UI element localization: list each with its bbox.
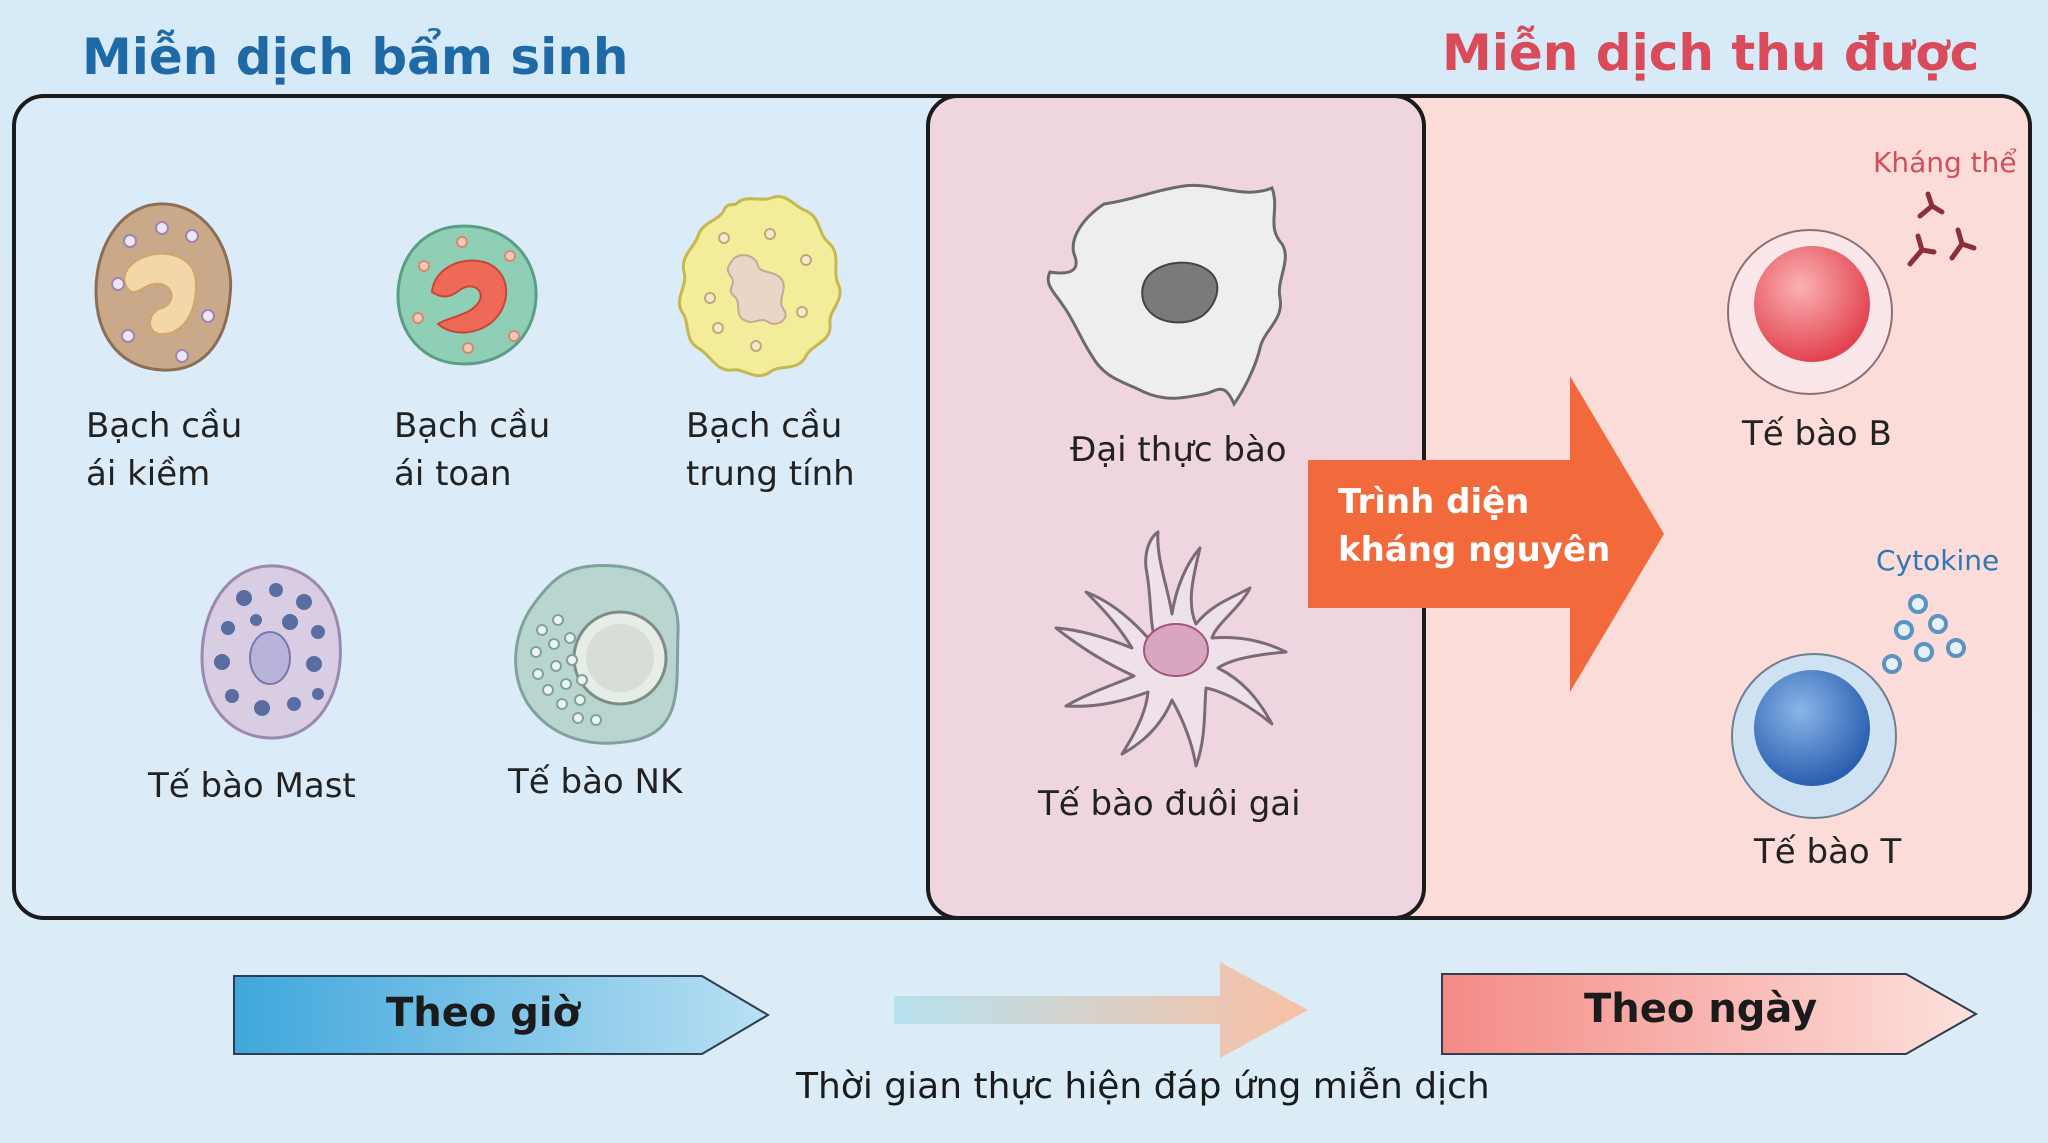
cytokine-label: Cytokine	[1876, 544, 2000, 577]
basophil-label-line2: ái kiềm	[86, 454, 211, 494]
days-label: Theo ngày	[1584, 986, 1818, 1032]
antigen-presentation-label-line1: Trình diện	[1338, 482, 1530, 522]
adaptive-immunity-heading: Miễn dịch thu được	[1442, 24, 1980, 82]
basophil-cell-icon	[94, 202, 233, 372]
hours-label: Theo giờ	[386, 990, 581, 1036]
days-arrow	[1441, 973, 1979, 1055]
macrophage-label: Đại thực bào	[1070, 430, 1287, 470]
time-progress-arrow	[894, 962, 1308, 1058]
mast-cell-label: Tế bào Mast	[148, 766, 356, 806]
cytokine-icon	[1882, 594, 1966, 674]
dendritic-cell-icon	[1054, 530, 1288, 768]
eosinophil-cell-icon	[396, 224, 538, 366]
nk-cell-icon	[514, 563, 680, 745]
antibody-label: Kháng thể	[1873, 146, 2017, 179]
hours-arrow	[233, 975, 770, 1055]
eosinophil-label-line1: Bạch cầu	[394, 406, 551, 446]
mast-cell-icon	[200, 564, 342, 740]
macrophage-cell-icon	[1046, 183, 1287, 408]
antibody-icon	[1907, 191, 1977, 267]
neutrophil-label-line2: trung tính	[686, 454, 855, 494]
nk-cell-label: Tế bào NK	[508, 762, 683, 802]
neutrophil-cell-icon	[678, 195, 842, 378]
neutrophil-label-line1: Bạch cầu	[686, 406, 843, 446]
basophil-label-line1: Bạch cầu	[86, 406, 243, 446]
dendritic-cell-label: Tế bào đuôi gai	[1038, 784, 1301, 824]
antigen-presentation-arrow	[1308, 376, 1664, 692]
eosinophil-label-line2: ái toan	[394, 454, 512, 494]
antigen-presentation-label-line2: kháng nguyên	[1338, 530, 1611, 570]
innate-immunity-heading: Miễn dịch bẩm sinh	[82, 28, 629, 86]
t-cell-label: Tế bào T	[1754, 832, 1902, 872]
timeline-caption: Thời gian thực hiện đáp ứng miễn dịch	[796, 1066, 1490, 1107]
b-cell-icon	[1727, 229, 1893, 395]
t-cell-icon	[1731, 653, 1897, 819]
b-cell-label: Tế bào B	[1742, 414, 1892, 454]
